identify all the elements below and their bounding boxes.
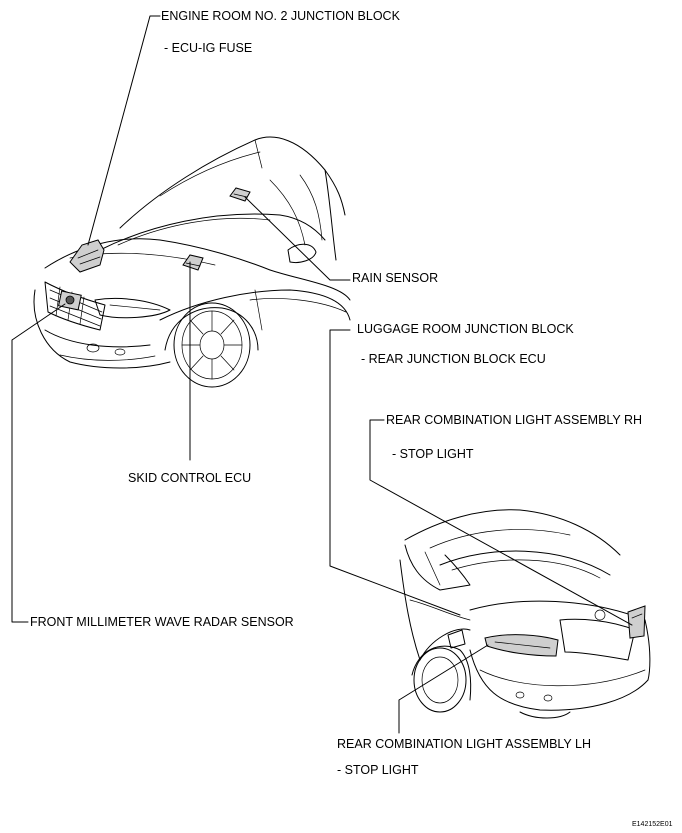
front-vehicle-drawing	[33, 136, 351, 388]
figure-code: E142152E01	[632, 821, 673, 828]
leader-front-radar	[11, 303, 66, 623]
label-stop-light-rh: - STOP LIGHT	[392, 447, 474, 461]
rear-vehicle-drawing	[399, 509, 651, 719]
label-front-millimeter-wave-radar-sensor: FRONT MILLIMETER WAVE RADAR SENSOR	[30, 615, 294, 629]
label-rear-combination-light-lh: REAR COMBINATION LIGHT ASSEMBLY LH	[337, 737, 591, 751]
label-ecu-ig-fuse: - ECU-IG FUSE	[164, 41, 253, 55]
label-engine-room-junction-block: ENGINE ROOM NO. 2 JUNCTION BLOCK	[161, 9, 400, 23]
leader-rear-light-rh	[369, 419, 633, 626]
leader-rear-light-lh	[398, 644, 489, 734]
label-rear-combination-light-rh: REAR COMBINATION LIGHT ASSEMBLY RH	[386, 413, 643, 427]
label-stop-light-lh: - STOP LIGHT	[337, 763, 419, 777]
label-rain-sensor: RAIN SENSOR	[352, 271, 439, 285]
label-skid-control-ecu: SKID CONTROL ECU	[128, 471, 252, 485]
label-luggage-room-junction-block: LUGGAGE ROOM JUNCTION BLOCK	[357, 322, 574, 336]
leader-engine-room-block	[87, 15, 161, 246]
label-rear-junction-block-ecu: - REAR JUNCTION BLOCK ECU	[361, 352, 546, 366]
leader-rain-sensor	[244, 196, 351, 281]
leader-luggage-room-block	[329, 329, 461, 616]
leader-lines	[11, 15, 633, 734]
